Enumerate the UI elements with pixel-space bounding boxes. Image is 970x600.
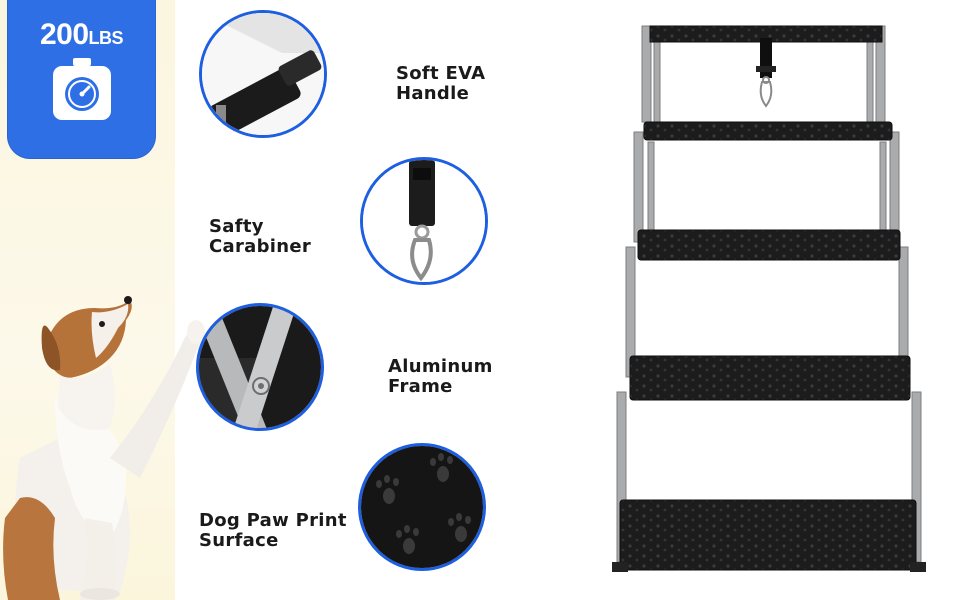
eva-handle-icon (202, 13, 324, 135)
dog-stairs-product (612, 25, 926, 572)
stair-tread (619, 499, 917, 571)
handle-closeup (199, 10, 327, 138)
surface-closeup (358, 443, 486, 571)
feature-label-line: Frame (388, 376, 453, 397)
feature-label-surface: Dog Paw Print Surface (199, 511, 347, 551)
feature-label-line: Surface (199, 530, 279, 551)
feature-label-line: Dog Paw Print (199, 510, 347, 531)
feature-label-line: Aluminum (388, 356, 493, 377)
paw-print-icon (361, 446, 483, 568)
stair-tread (629, 355, 911, 401)
frame-closeup (196, 303, 324, 431)
stair-tread (643, 121, 893, 141)
weight-capacity-badge: 200LBS (8, 0, 155, 158)
feature-label-line: Soft EVA (396, 63, 486, 84)
dog-photo (3, 296, 205, 600)
carabiner-closeup (360, 157, 488, 285)
weight-scale-icon (53, 58, 111, 120)
weight-value: 200 (39, 18, 89, 51)
stair-tread (637, 229, 901, 261)
weight-unit: LBS (88, 28, 124, 48)
feature-label-frame: Aluminum Frame (388, 357, 493, 397)
feature-label-carabiner: Safty Carabiner (209, 217, 311, 257)
carabiner-icon (363, 160, 485, 282)
feature-label-handle: Soft EVA Handle (396, 64, 485, 104)
feature-label-line: Carabiner (209, 236, 312, 257)
feature-label-line: Safty (209, 216, 264, 237)
weight-capacity-text: 200LBS (8, 18, 155, 52)
feature-label-line: Handle (396, 83, 470, 104)
aluminum-frame-icon (199, 306, 321, 428)
